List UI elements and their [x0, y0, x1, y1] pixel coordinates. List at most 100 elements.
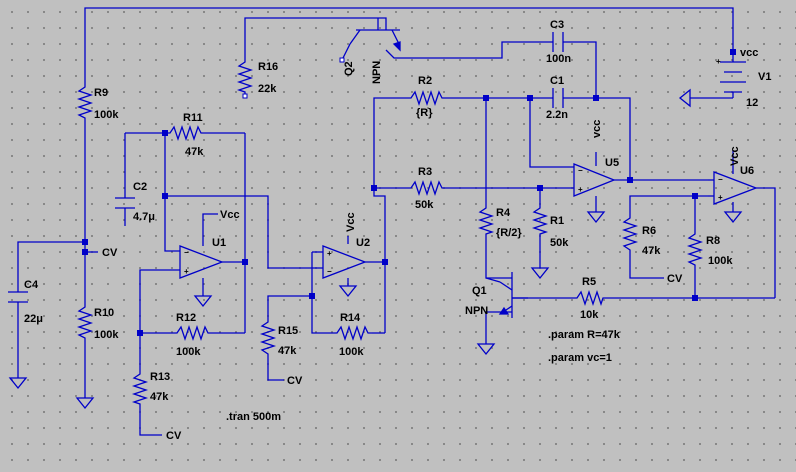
- r10-value: 100k: [94, 329, 119, 341]
- r5-ref: R5: [582, 276, 596, 288]
- r13-ref: R13: [150, 371, 170, 383]
- opamp-u1[interactable]: − +: [179, 245, 224, 279]
- resistor-r8[interactable]: [686, 230, 704, 268]
- directive-param-vc: .param vc=1: [548, 352, 612, 364]
- r8-value: 100k: [708, 255, 733, 267]
- r9-value: 100k: [94, 109, 119, 121]
- svg-text:+: +: [716, 57, 721, 66]
- net-label-vcc: Vcc: [345, 212, 357, 232]
- directive-tran: .tran 500m: [226, 411, 281, 423]
- v1-ref: V1: [758, 71, 771, 83]
- c4-ref: C4: [24, 279, 39, 291]
- c3-ref: C3: [550, 19, 564, 31]
- r3-ref: R3: [418, 166, 432, 178]
- r8-ref: R8: [706, 235, 720, 247]
- r16-value: 22k: [258, 83, 277, 95]
- r12-value: 100k: [176, 346, 201, 358]
- resistor-r2[interactable]: [406, 89, 446, 107]
- r10-ref: R10: [94, 307, 114, 319]
- resistor-r9[interactable]: [76, 82, 94, 122]
- r13-value: 47k: [150, 391, 169, 403]
- capacitor-c1[interactable]: [552, 88, 564, 108]
- svg-text:+: +: [718, 193, 723, 202]
- c3-value: 100n: [546, 53, 571, 65]
- u2-ref: U2: [356, 237, 370, 249]
- r9-ref: R9: [94, 87, 108, 99]
- resistor-r16[interactable]: [236, 58, 254, 95]
- svg-text:−: −: [718, 175, 723, 184]
- svg-text:+: +: [184, 267, 189, 276]
- u5-ref: U5: [605, 157, 619, 169]
- r15-value: 47k: [278, 345, 297, 357]
- v1-value: 12: [746, 97, 758, 109]
- resistor-r14[interactable]: [332, 324, 372, 342]
- open-terminals: [242, 57, 345, 99]
- resistor-r6[interactable]: [621, 214, 639, 254]
- r4-value: {R/2}: [496, 227, 522, 239]
- r4-ref: R4: [496, 207, 511, 219]
- r1-value: 50k: [550, 237, 569, 249]
- u6-ref: U6: [740, 165, 754, 177]
- junction-dots: [82, 49, 736, 336]
- r15-ref: R15: [278, 325, 298, 337]
- transistor-q1[interactable]: [485, 272, 528, 318]
- c1-value: 2.2n: [546, 109, 568, 121]
- r16-ref: R16: [258, 61, 278, 73]
- u1-ref: U1: [212, 237, 226, 249]
- opamp-u6[interactable]: − +: [713, 171, 758, 205]
- net-label-cv: CV: [287, 375, 303, 387]
- resistor-r5[interactable]: [572, 289, 606, 307]
- net-label-cv: CV: [166, 430, 182, 442]
- net-label-vcc: Vcc: [220, 209, 240, 221]
- net-label-vcc: vcc: [740, 47, 758, 59]
- svg-text:+: +: [327, 249, 332, 258]
- transistor-q2[interactable]: [341, 18, 401, 61]
- r2-value: {R}: [416, 107, 433, 119]
- capacitor-c2[interactable]: [115, 180, 135, 209]
- c1-ref: C1: [550, 75, 564, 87]
- resistor-r13[interactable]: [131, 370, 149, 406]
- svg-text:−: −: [327, 267, 332, 276]
- r11-ref: R11: [183, 112, 203, 124]
- resistor-r12[interactable]: [172, 324, 212, 342]
- svg-text:−: −: [184, 248, 189, 257]
- c4-value: 22μ: [24, 313, 43, 325]
- r6-value: 47k: [642, 245, 661, 257]
- q2-value: NPN: [371, 61, 383, 84]
- q2-ref: Q2: [343, 61, 355, 76]
- svg-text:+: +: [578, 185, 583, 194]
- resistor-r11[interactable]: [165, 124, 205, 142]
- capacitor-c4[interactable]: [8, 291, 28, 303]
- resistor-r3[interactable]: [406, 179, 446, 197]
- opamp-u2[interactable]: + −: [322, 245, 367, 279]
- resistor-r1[interactable]: [531, 204, 549, 236]
- r3-value: 50k: [415, 199, 434, 211]
- net-label-cv: CV: [667, 273, 683, 285]
- opamp-u5[interactable]: − +: [573, 163, 616, 197]
- capacitor-c3[interactable]: [552, 32, 564, 52]
- directive-param-r: .param R=47k: [548, 329, 621, 341]
- wires: [17, 7, 776, 436]
- r2-ref: R2: [418, 75, 432, 87]
- r14-ref: R14: [340, 312, 361, 324]
- r14-value: 100k: [339, 346, 364, 358]
- r5-value: 10k: [580, 309, 599, 321]
- resistor-r15[interactable]: [259, 318, 277, 358]
- q1-value: NPN: [465, 305, 488, 317]
- svg-text:−: −: [578, 166, 583, 175]
- r12-ref: R12: [176, 312, 196, 324]
- r11-value: 47k: [185, 146, 204, 158]
- net-label-vcc: vcc: [591, 120, 603, 138]
- c2-value: 4.7μ: [133, 211, 155, 223]
- resistor-r10[interactable]: [76, 302, 94, 342]
- net-label-cv: CV: [102, 247, 118, 259]
- voltage-source-v1[interactable]: +: [690, 52, 746, 99]
- r1-ref: R1: [550, 215, 564, 227]
- net-label-vcc: Vcc: [729, 146, 741, 166]
- ground-symbol: [8, 88, 743, 410]
- r6-ref: R6: [642, 225, 656, 237]
- q1-ref: Q1: [472, 285, 487, 297]
- c2-ref: C2: [133, 181, 147, 193]
- resistor-r4[interactable]: [477, 204, 495, 236]
